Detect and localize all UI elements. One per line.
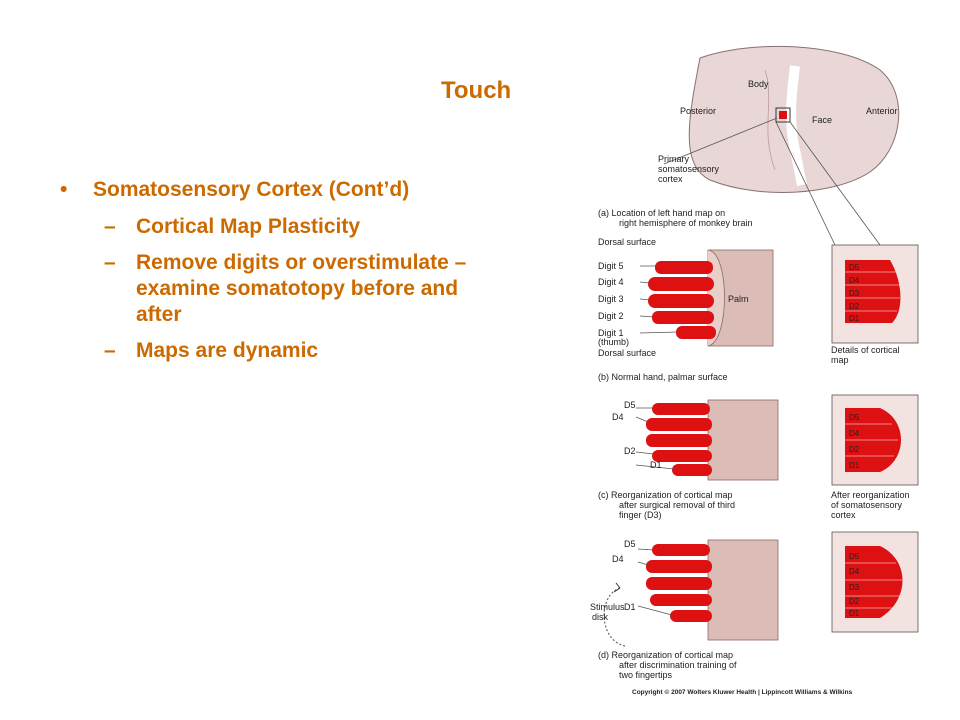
map2-label: D4 [849, 429, 860, 438]
map3-label: D3 [849, 583, 860, 592]
caption-a: right hemisphere of monkey brain [619, 218, 753, 228]
map1-label: D5 [849, 263, 860, 272]
map2-caption: After reorganization [831, 490, 910, 500]
map1-label: D4 [849, 276, 860, 285]
map2-label: D1 [849, 461, 860, 470]
sub-bullet-item: – Cortical Map Plasticity [60, 214, 470, 240]
hand-label-digit5: Digit 5 [598, 261, 624, 271]
bullet-marker: • [60, 178, 68, 201]
hand-b-label-d4: D4 [612, 412, 624, 422]
cortical-map-detail-3 [831, 531, 919, 633]
sub-bullet-marker: – [104, 215, 116, 238]
hand-label-dorsal-bottom: Dorsal surface [598, 348, 656, 358]
hand-c-label-stimulus: Stimulus [590, 602, 625, 612]
map1-label: D3 [849, 289, 860, 298]
sub-bullet-text: Cortical Map Plasticity [136, 215, 361, 238]
map2-caption: of somatosensory [831, 500, 903, 510]
brain-label-posterior: Posterior [680, 106, 716, 116]
cortical-map-detail-2 [831, 394, 919, 486]
caption-c: (c) Reorganization of cortical map [598, 490, 733, 500]
hand-b-label-d5: D5 [624, 400, 636, 410]
cortical-map-figure: Body Posterior Face Anterior Primary som… [590, 45, 919, 696]
map3-label: D5 [849, 552, 860, 561]
hand-c-label-d5: D5 [624, 539, 636, 549]
map2-caption: cortex [831, 510, 856, 520]
sub-bullet-item: – Remove digits or overstimulate – exami… [60, 250, 470, 328]
hand-label-palm: Palm [728, 294, 749, 304]
sub-bullet-item: – Maps are dynamic [60, 338, 470, 364]
caption-a: (a) Location of left hand map on [598, 208, 725, 218]
sub-bullet-marker: – [104, 339, 116, 362]
hand-b-label-d2: D2 [624, 446, 636, 456]
hand-label-digit4: Digit 4 [598, 277, 624, 287]
map2-label: D2 [849, 445, 860, 454]
brain-label-primary: cortex [658, 174, 683, 184]
sub-bullet-marker: – [104, 251, 116, 274]
bullet-text: Somatosensory Cortex (Cont’d) [93, 178, 410, 201]
hand-b-label-d1: D1 [650, 460, 662, 470]
hand-illustration-b [635, 399, 779, 481]
copyright-notice: Copyright © 2007 Wolters Kluwer Health |… [632, 688, 853, 696]
map1-label: D2 [849, 302, 860, 311]
brain-label-body: Body [748, 79, 769, 89]
hand-illustration-a [639, 249, 774, 347]
monkey-brain-illustration [663, 45, 900, 246]
caption-b: (b) Normal hand, palmar surface [598, 372, 728, 382]
map3-label: D2 [849, 597, 860, 606]
brain-label-primary: Primary [658, 154, 689, 164]
brain-label-anterior: Anterior [866, 106, 898, 116]
caption-d: after discrimination training of [619, 660, 737, 670]
bullet-item: • Somatosensory Cortex (Cont’d) [60, 176, 470, 204]
cortical-map-detail-1 [831, 244, 919, 344]
hand-c-label-d1: D1 [624, 602, 636, 612]
hand-label-dorsal-top: Dorsal surface [598, 237, 656, 247]
map1-label: D1 [849, 314, 860, 323]
hand-c-label-stimulus: disk [592, 612, 609, 622]
bullet-list: • Somatosensory Cortex (Cont’d) – Cortic… [60, 176, 470, 364]
sub-bullet-text: Maps are dynamic [136, 339, 319, 362]
hand-label-digit2: Digit 2 [598, 311, 624, 321]
hand-label-digit3: Digit 3 [598, 294, 624, 304]
caption-c: finger (D3) [619, 510, 662, 520]
caption-d: two fingertips [619, 670, 673, 680]
map3-label: D1 [849, 609, 860, 618]
map1-caption: map [831, 355, 849, 365]
map2-label: D5 [849, 413, 860, 422]
hand-c-label-d4: D4 [612, 554, 624, 564]
slide-title: Touch [441, 77, 512, 104]
brain-label-face: Face [812, 115, 832, 125]
caption-c: after surgical removal of third [619, 500, 735, 510]
sub-bullet-text: Remove digits or overstimulate – examine… [136, 251, 467, 326]
map1-caption: Details of cortical [831, 345, 900, 355]
caption-d: (d) Reorganization of cortical map [598, 650, 733, 660]
hand-label-thumb: (thumb) [598, 337, 629, 347]
hand-label-digit1: Digit 1 [598, 328, 624, 338]
brain-label-primary: somatosensory [658, 164, 720, 174]
map3-label: D4 [849, 567, 860, 576]
hand-illustration-c [603, 539, 779, 647]
